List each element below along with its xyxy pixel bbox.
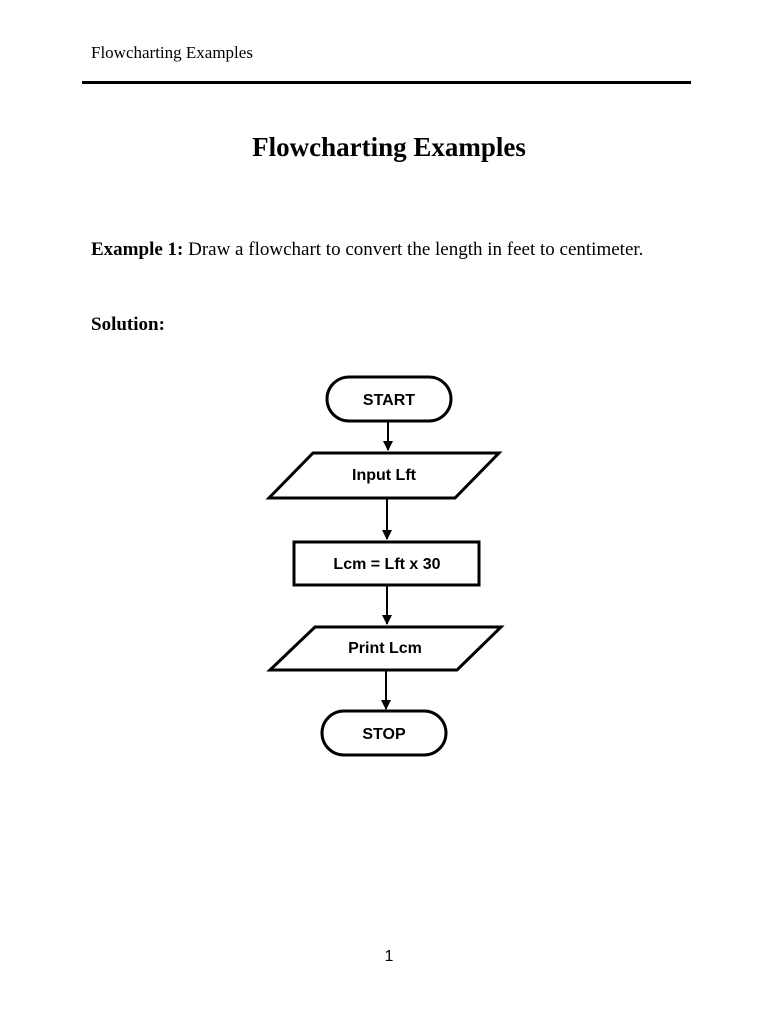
example-label: Example 1: [91,239,184,260]
stop-label: STOP [362,726,406,743]
stop-terminator: STOP [320,709,448,757]
page-number: 1 [384,948,394,965]
stop-shape [320,709,448,757]
running-header: Flowcharting Examples [91,43,253,62]
solution-label: Solution: [91,314,165,335]
start-label: START [363,392,415,409]
start-terminator: START [325,375,453,423]
output-shape [266,625,505,672]
process-node: Lcm = Lft x 30 [292,540,481,587]
example-text: Draw a flowchart to convert the length i… [183,239,644,260]
page-title: Flowcharting Examples [252,132,526,162]
output-node: Print Lcm [266,625,505,672]
input-shape [265,451,503,500]
process-label: Lcm = Lft x 30 [333,556,440,573]
input-label: Input Lft [352,467,417,484]
input-node: Input Lft [265,451,503,500]
example-paragraph: Example 1: Draw a flowchart to convert t… [91,234,688,265]
header-rule [82,81,691,84]
output-label: Print Lcm [348,640,422,657]
